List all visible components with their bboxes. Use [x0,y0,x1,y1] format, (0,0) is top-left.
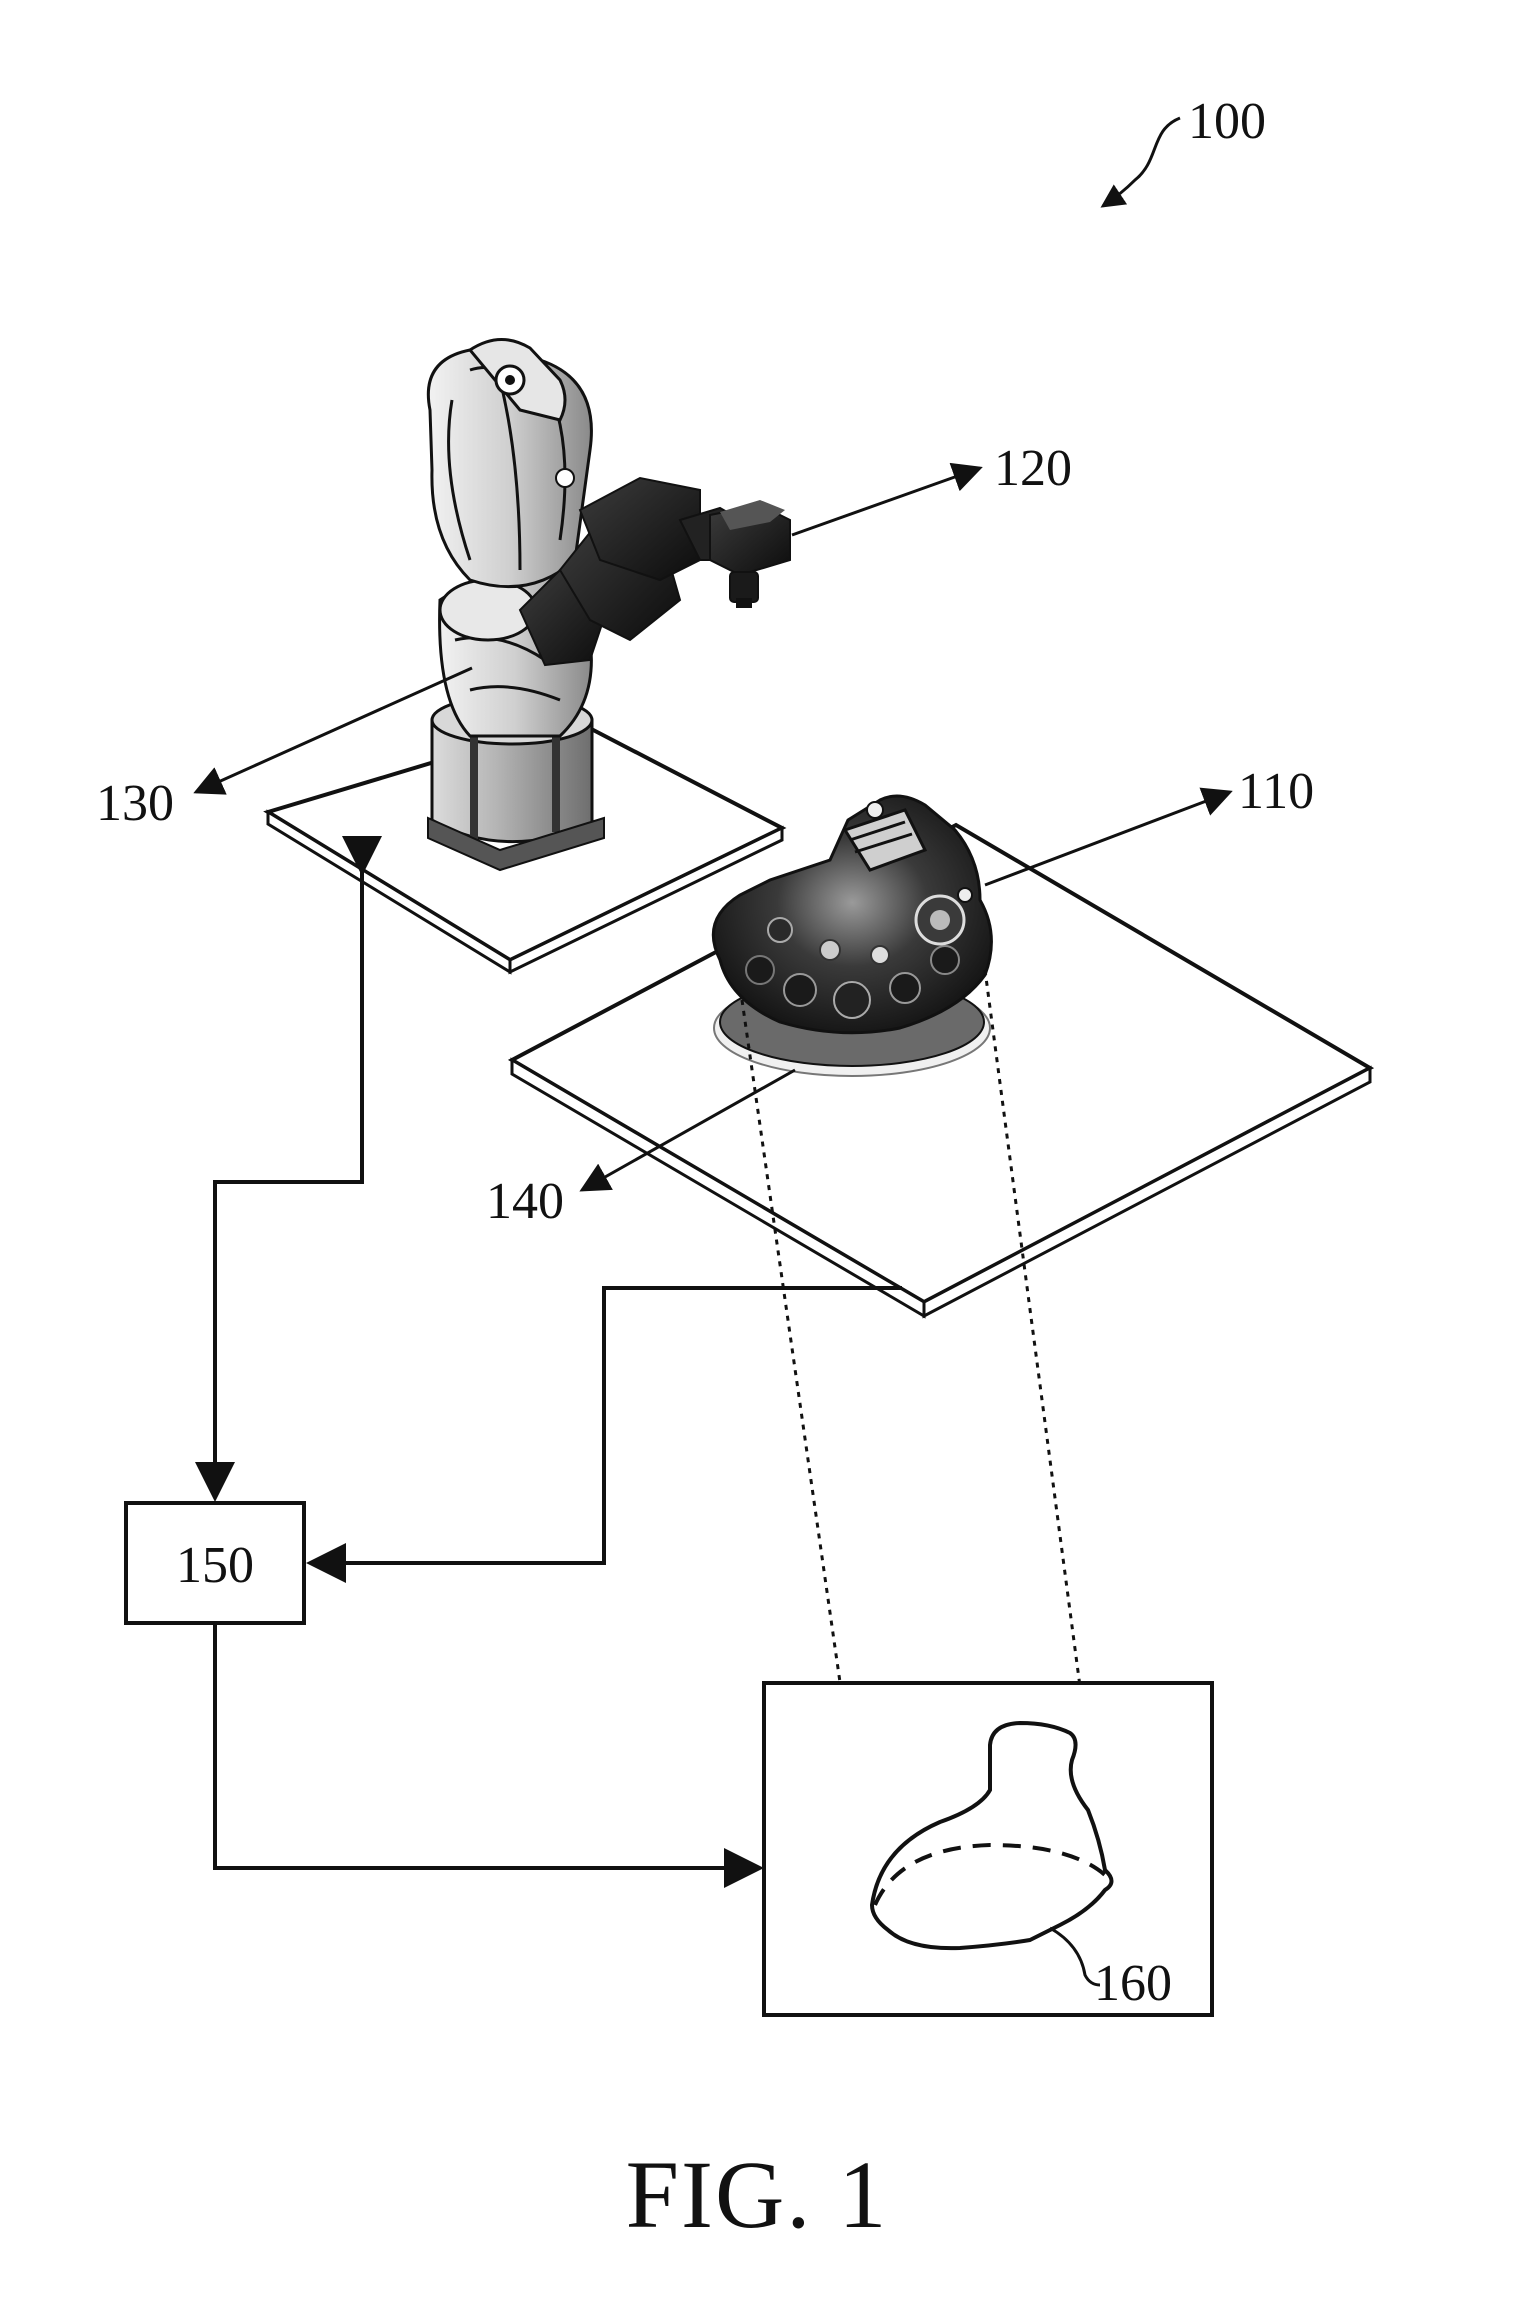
system-label: 100 [1188,93,1266,150]
robot-label: 130 [96,775,174,832]
figure-caption: FIG. 1 [626,2141,889,2248]
controller-label: 150 [176,1537,254,1594]
scanned-object [711,794,993,1035]
model-label: 160 [1094,1955,1172,2012]
controller-display-link [213,1623,764,1888]
object-label: 110 [1238,763,1314,820]
model-pointer-line [1049,1926,1101,1987]
turntable-label: 140 [486,1173,564,1230]
system-reference: 100 [1100,93,1266,208]
table-controller-link [306,1286,902,1583]
robot-controller-link [195,836,382,1502]
model-display: 160 [762,1681,1214,2017]
camera-pointer-arrow [791,462,983,537]
robot-pointer-arrow [193,666,473,795]
robot-arm [426,338,791,872]
controller-box: 150 [124,1501,306,1625]
camera-label: 120 [994,440,1072,497]
model-dashed-edge [873,1842,1107,1906]
model-outline [869,1720,1114,1951]
system-pointer-arrow [1100,116,1181,208]
turntable-pointer-arrow [579,1068,796,1192]
object-pointer-arrow [984,787,1233,887]
